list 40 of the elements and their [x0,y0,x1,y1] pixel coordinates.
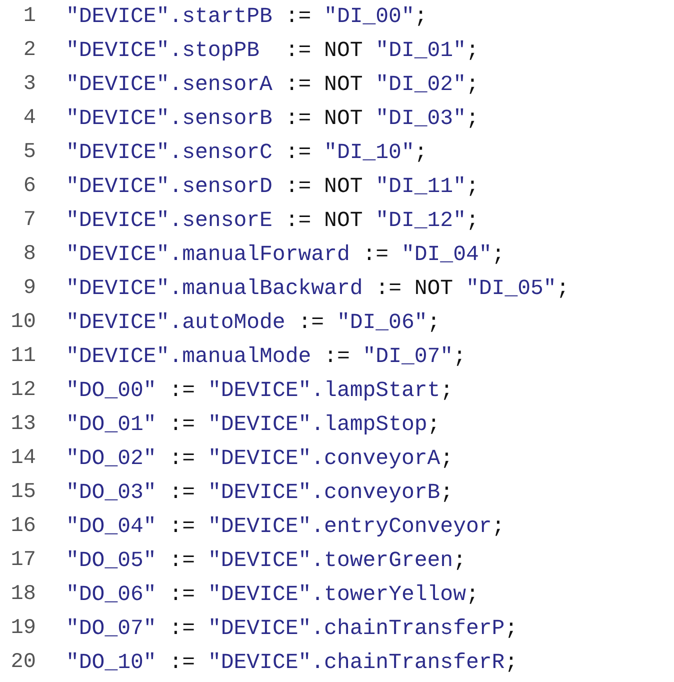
code-line: "DEVICE".manualMode := "DI_07"; [66,345,466,369]
code-line: "DEVICE".sensorB := NOT "DI_03"; [66,107,479,131]
code-line: "DEVICE".startPB := "DI_00"; [66,5,428,29]
line-number: 11 [10,345,36,369]
code-line: "DO_00" := "DEVICE".lampStart; [66,379,454,403]
line-number: 5 [22,141,36,165]
code-line: "DEVICE".autoMode := "DI_06"; [66,311,440,335]
code-line: "DO_10" := "DEVICE".chainTransferR; [66,651,518,675]
code-line: "DO_07" := "DEVICE".chainTransferP; [66,617,518,641]
code-line: "DEVICE".manualForward := "DI_04"; [66,243,505,267]
line-number: 19 [10,617,36,641]
line-number: 12 [10,379,36,403]
code-line: "DEVICE".sensorC := "DI_10"; [66,141,428,165]
line-number: 7 [22,209,36,233]
code-line: "DEVICE".sensorD := NOT "DI_11"; [66,175,479,199]
line-number: 15 [10,481,36,505]
line-number: 17 [10,549,36,573]
code-line: "DEVICE".stopPB := NOT "DI_01"; [66,39,479,63]
line-number: 10 [10,311,36,335]
line-number: 3 [22,73,36,97]
line-number: 18 [10,583,36,607]
code-line: "DO_01" := "DEVICE".lampStop; [66,413,440,437]
code-line: "DO_04" := "DEVICE".entryConveyor; [66,515,505,539]
code-line: "DO_03" := "DEVICE".conveyorB; [66,481,454,505]
code-line: "DEVICE".manualBackward := NOT "DI_05"; [66,277,570,301]
line-number: 14 [10,447,36,471]
line-number: 20 [10,651,36,675]
code-line: "DEVICE".sensorA := NOT "DI_02"; [66,73,479,97]
line-number: 6 [22,175,36,199]
line-number: 2 [22,39,36,63]
code-line: "DO_05" := "DEVICE".towerGreen; [66,549,466,573]
line-number: 1 [22,5,36,29]
code-line: "DO_02" := "DEVICE".conveyorA; [66,447,454,471]
line-number: 16 [10,515,36,539]
line-number: 13 [10,413,36,437]
code-line: "DEVICE".sensorE := NOT "DI_12"; [66,209,479,233]
line-number: 8 [22,243,36,267]
code-line: "DO_06" := "DEVICE".towerYellow; [66,583,479,607]
line-number: 4 [22,107,36,131]
line-number: 9 [22,277,36,301]
